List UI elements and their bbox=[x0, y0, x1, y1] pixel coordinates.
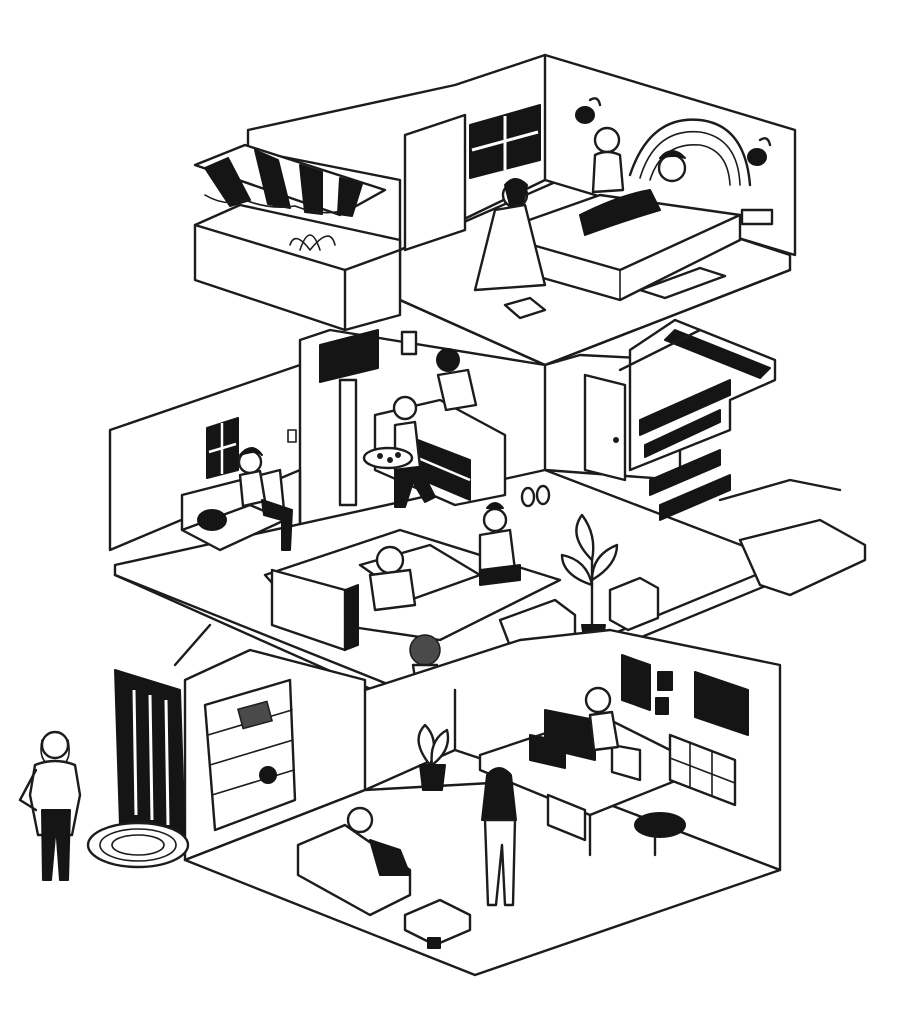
book-on-floor bbox=[503, 296, 547, 320]
string-lights bbox=[204, 194, 341, 214]
person-reading-at-bed bbox=[473, 178, 547, 292]
wall-lamp-left bbox=[575, 97, 602, 124]
desk-drawers bbox=[546, 793, 587, 842]
slippers bbox=[520, 484, 551, 508]
office-chair bbox=[634, 812, 686, 857]
person-outside bbox=[18, 730, 82, 881]
balcony bbox=[193, 143, 402, 332]
middle-floor-door bbox=[583, 373, 627, 482]
bottom-floor-window bbox=[694, 671, 749, 736]
wall-lamp-right bbox=[747, 137, 772, 166]
door-knob bbox=[613, 437, 619, 443]
top-floor bbox=[246, 53, 797, 367]
laptop-open bbox=[610, 743, 642, 782]
awning bbox=[193, 143, 387, 217]
staircase bbox=[618, 318, 867, 597]
bottom-floor bbox=[86, 623, 782, 977]
fiddle-leaf-plant bbox=[560, 513, 619, 646]
side-cabinet bbox=[608, 576, 660, 632]
cubby-shelf bbox=[668, 733, 737, 807]
book-stack bbox=[740, 208, 774, 226]
stair-rail-lower bbox=[718, 478, 842, 502]
bottom-armchair bbox=[296, 806, 412, 917]
person-at-kitchen-window bbox=[436, 348, 478, 412]
wall-frame-small-2 bbox=[655, 697, 669, 715]
vent-pipe bbox=[173, 623, 212, 667]
person-sitting-at-table-left bbox=[368, 545, 417, 612]
person-standing-bottom bbox=[481, 767, 517, 907]
stair-rail-upper bbox=[618, 328, 702, 372]
headboard-arch bbox=[628, 118, 752, 187]
wall-frame-large bbox=[621, 654, 651, 711]
footstool bbox=[403, 898, 472, 947]
person-lying-on-bed bbox=[579, 150, 687, 236]
stair-landing bbox=[738, 518, 867, 597]
sofa-cushion bbox=[197, 509, 227, 531]
door-mat bbox=[86, 821, 190, 869]
coffee-maker bbox=[400, 330, 418, 356]
wall-frame-small-1 bbox=[657, 671, 673, 691]
light-switch bbox=[287, 429, 297, 443]
person-reading-on-sofa bbox=[237, 447, 293, 551]
person-sitting-at-table-right bbox=[478, 502, 521, 586]
laptop-screen bbox=[529, 734, 566, 769]
balcony-box bbox=[193, 203, 402, 332]
person-at-desk bbox=[584, 686, 620, 752]
top-floor-partition bbox=[403, 113, 467, 252]
rug bbox=[638, 266, 727, 300]
support-column bbox=[338, 378, 358, 507]
person-sitting-on-bed bbox=[591, 126, 625, 194]
bookshelf bbox=[203, 678, 297, 832]
kitchen-window bbox=[319, 329, 379, 383]
balcony-plant bbox=[289, 234, 336, 251]
potted-plant-bottom bbox=[417, 723, 450, 791]
person-carrying-cookies bbox=[362, 395, 436, 508]
